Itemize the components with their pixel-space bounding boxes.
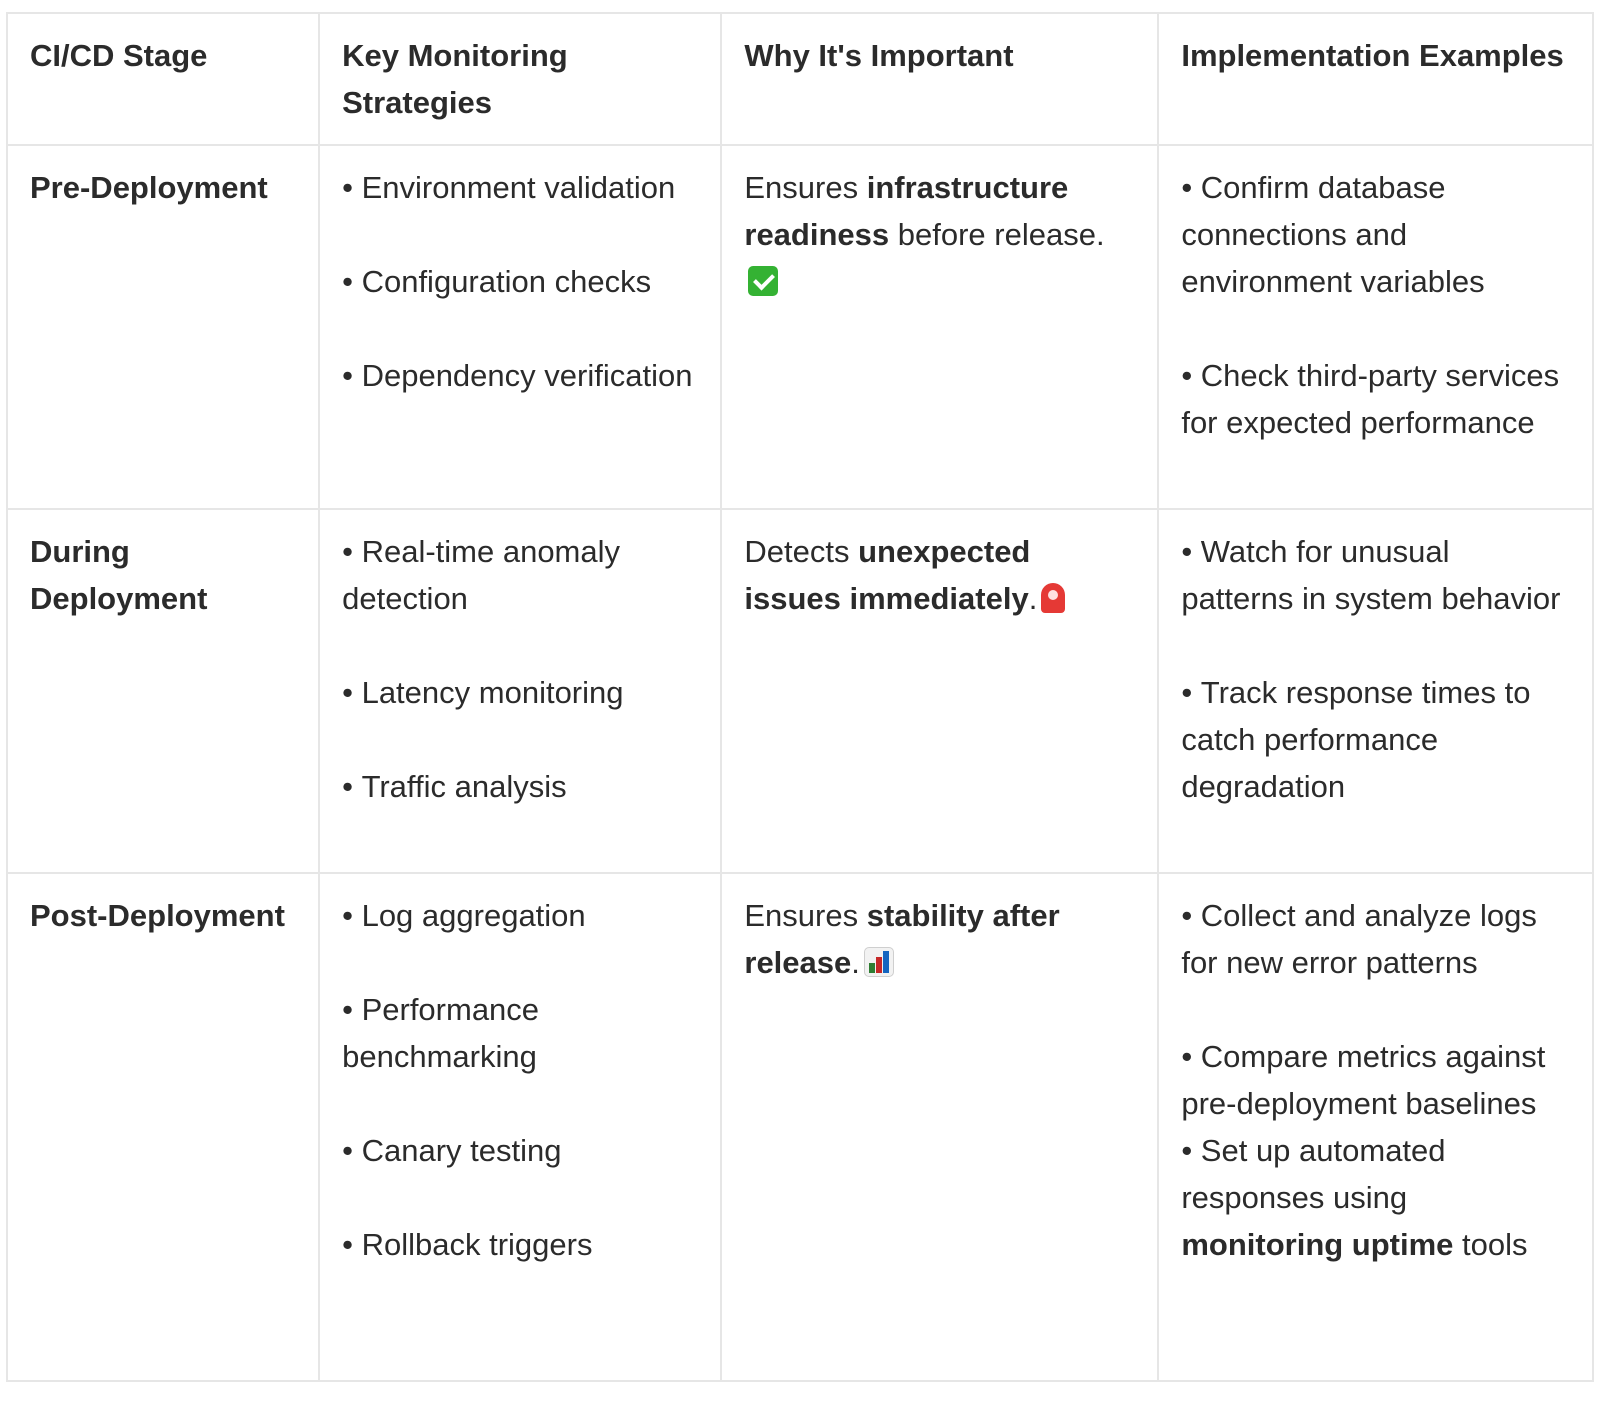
why-text: Ensures — [744, 898, 867, 933]
table-row: Pre-Deployment Environment validation Co… — [5, 144, 1594, 510]
example-emphasis: monitoring uptime — [1181, 1227, 1454, 1262]
header-why: Why It's Important — [720, 12, 1160, 146]
examples-cell: Confirm database connections and environ… — [1157, 144, 1594, 510]
monitoring-table: CI/CD Stage Key Monitoring Strategies Wh… — [5, 12, 1594, 1382]
table-row: Post-Deployment Log aggregation Performa… — [5, 872, 1594, 1382]
example-item: Confirm database connections and environ… — [1181, 164, 1570, 305]
siren-icon — [1041, 583, 1066, 613]
strategies-cell: Environment validation Configuration che… — [318, 144, 723, 510]
example-item: Check third-party services for expected … — [1181, 352, 1570, 446]
strategy-item: Configuration checks — [342, 258, 698, 305]
why-text: Ensures — [744, 170, 867, 205]
stage-cell: Pre-Deployment — [5, 144, 321, 510]
strategy-item: Real-time anomaly detection — [342, 528, 698, 622]
strategy-item: Rollback triggers — [342, 1221, 698, 1268]
examples-cell: Watch for unusual patterns in system beh… — [1157, 508, 1594, 874]
strategy-item: Performance benchmarking — [342, 986, 698, 1080]
strategy-item: Log aggregation — [342, 892, 698, 939]
strategy-item: Dependency verification — [342, 352, 698, 399]
example-text: Set up automated responses using — [1181, 1133, 1446, 1215]
strategy-item: Canary testing — [342, 1127, 698, 1174]
strategy-item: Latency monitoring — [342, 669, 698, 716]
example-item: Watch for unusual patterns in system beh… — [1181, 528, 1570, 622]
examples-cell: Collect and analyze logs for new error p… — [1157, 872, 1594, 1382]
strategy-item: Environment validation — [342, 164, 698, 211]
why-text-end: before release. — [889, 217, 1105, 252]
table-row: During Deployment Real-time anomaly dete… — [5, 508, 1594, 874]
why-cell: Ensures stability after release. — [720, 872, 1160, 1382]
example-item: Track response times to catch performanc… — [1181, 669, 1570, 810]
bar-chart-icon — [863, 947, 894, 977]
stage-cell: During Deployment — [5, 508, 321, 874]
why-emphasis: stability after release — [744, 898, 1060, 980]
why-text: Detects — [744, 534, 859, 569]
example-item-last: Set up automated responses using monitor… — [1181, 1127, 1570, 1268]
header-strategies: Key Monitoring Strategies — [318, 12, 723, 146]
why-text-end: . — [1028, 581, 1038, 616]
header-row: CI/CD Stage Key Monitoring Strategies Wh… — [5, 12, 1594, 146]
stage-cell: Post-Deployment — [5, 872, 321, 1382]
check-mark-icon — [748, 266, 779, 296]
header-stage: CI/CD Stage — [5, 12, 321, 146]
strategy-item: Traffic analysis — [342, 763, 698, 810]
why-cell: Ensures infrastructure readiness before … — [720, 144, 1160, 510]
why-text-end: . — [851, 945, 860, 980]
why-emphasis: unexpected issues immediately — [744, 534, 1031, 616]
why-emphasis: infrastructure readiness — [744, 170, 1069, 252]
header-examples: Implementation Examples — [1157, 12, 1594, 146]
example-item: Compare metrics against pre-deployment b… — [1181, 1033, 1570, 1127]
strategies-cell: Log aggregation Performance benchmarking… — [318, 872, 723, 1382]
example-item: Collect and analyze logs for new error p… — [1181, 892, 1570, 986]
why-cell: Detects unexpected issues immediately. — [720, 508, 1160, 874]
strategies-cell: Real-time anomaly detection Latency moni… — [318, 508, 723, 874]
example-text-end: tools — [1453, 1227, 1528, 1262]
